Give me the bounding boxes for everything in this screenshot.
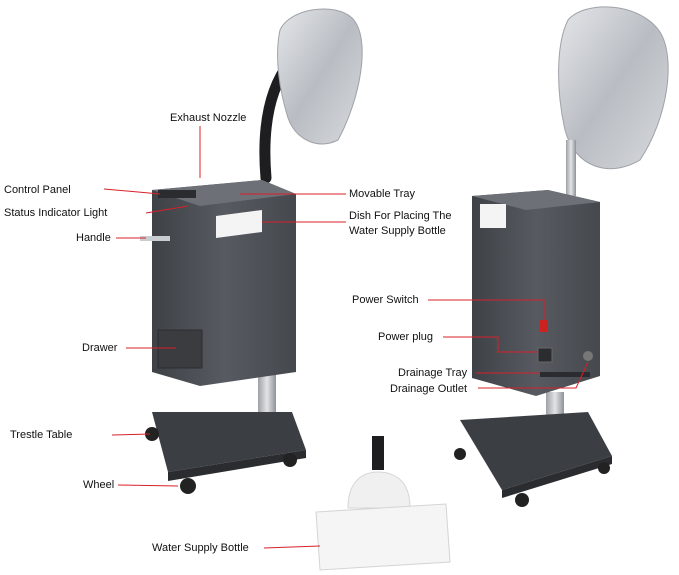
label-dish-line1: Dish For Placing The — [349, 210, 452, 222]
right-machine — [454, 6, 669, 507]
label-power-switch: Power Switch — [352, 294, 419, 306]
drainage-outlet — [583, 351, 593, 361]
label-drawer: Drawer — [82, 342, 118, 354]
label-drainage-outlet: Drainage Outlet — [390, 383, 468, 395]
wheel — [145, 427, 159, 441]
label-wheel: Wheel — [83, 479, 115, 491]
label-power-plug: Power plug — [378, 331, 434, 343]
water-dish — [480, 204, 506, 228]
label-water-supply-bottle: Water Supply Bottle — [152, 542, 249, 554]
label-control-panel: Control Panel — [4, 184, 71, 196]
silver-hood-cover — [277, 8, 363, 145]
nozzle-pole — [566, 140, 576, 196]
label-dish-line2: Water Supply Bottle — [349, 225, 446, 237]
machine-top — [472, 190, 600, 210]
wheel — [283, 453, 297, 467]
wheel — [515, 493, 529, 507]
trestle-table-base — [460, 412, 612, 490]
label-handle: Handle — [76, 232, 111, 244]
control-panel — [158, 190, 196, 198]
wheel — [180, 478, 196, 494]
label-status-indicator-light: Status Indicator Light — [4, 207, 108, 219]
label-trestle-table: Trestle Table — [10, 429, 73, 441]
water-supply-bottle — [315, 436, 451, 571]
silver-hood-cover — [558, 6, 669, 170]
leader-lines — [103, 126, 589, 549]
wheel — [598, 462, 610, 474]
trestle-table-base — [152, 412, 306, 472]
label-exhaust-nozzle: Exhaust Nozzle — [170, 112, 247, 124]
label-movable-tray: Movable Tray — [349, 188, 416, 200]
wheel — [454, 448, 466, 460]
drawer — [157, 329, 203, 369]
movable-tray-dish — [216, 210, 262, 238]
left-machine — [140, 8, 363, 494]
label-drainage-tray: Drainage Tray — [398, 367, 468, 379]
machine-body — [472, 190, 600, 396]
machine-top — [152, 180, 296, 206]
power-plug — [537, 347, 553, 363]
power-switch — [540, 320, 548, 332]
handle — [140, 236, 170, 241]
drainage-tray — [540, 372, 590, 377]
